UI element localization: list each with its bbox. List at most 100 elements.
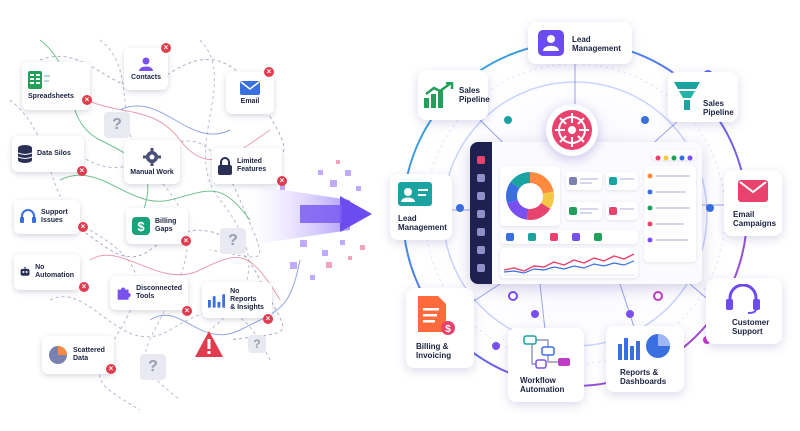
donut-segment-3 <box>507 200 529 220</box>
report-chart-icon <box>618 334 670 360</box>
svg-text:$: $ <box>137 219 145 234</box>
dollar-icon: $ <box>132 217 150 235</box>
tile-no-automation: No Automation <box>14 254 80 290</box>
module-customer-support: Customer Support <box>706 278 782 344</box>
error-x-icon: × <box>161 43 171 53</box>
module-lead-management-left: Lead Management <box>390 174 452 240</box>
database-icon <box>18 145 32 163</box>
envelope-icon <box>240 80 260 95</box>
headset-icon <box>726 284 760 314</box>
question-icon: ? <box>248 335 266 353</box>
nav-icon[interactable] <box>477 174 485 182</box>
tile-support-issues: Support Issues <box>14 200 80 234</box>
robot-icon <box>20 266 30 276</box>
email-campaigns-label: Email Campaigns <box>733 210 777 228</box>
module-email-campaigns: Email Campaigns <box>724 170 782 236</box>
lead-management-label: Lead Management <box>572 35 621 53</box>
donut-segment-1 <box>540 191 554 209</box>
tile-disconnected-tools: Disconnected Tools <box>110 276 188 310</box>
settings-icon[interactable] <box>477 264 485 272</box>
nav-icon[interactable] <box>477 192 485 200</box>
warning-icon <box>195 331 223 357</box>
platform-dashboard <box>470 142 702 284</box>
donut-segment-2 <box>526 202 551 220</box>
dashboard-sidebar <box>470 142 492 284</box>
error-x-icon: × <box>277 176 287 186</box>
module-lead-management-top: Lead Management <box>528 22 632 64</box>
customer-support-label: Customer Support <box>732 318 770 336</box>
kpi-card <box>606 172 638 190</box>
tile-no-reports: No Reports & Insights <box>202 282 272 318</box>
error-x-icon: × <box>77 166 87 176</box>
email-label: Email <box>240 97 260 105</box>
icon-row <box>500 230 638 244</box>
tile-scattered-data: Scattered Data <box>42 336 114 374</box>
spreadsheets-label: Spreadsheets <box>28 93 74 100</box>
error-x-icon: × <box>106 364 116 374</box>
svg-text:$: $ <box>445 324 451 335</box>
disconnected-tools-label: Disconnected Tools <box>136 285 182 300</box>
dashboard-toolbar <box>652 150 696 161</box>
tile-spreadsheets: Spreadsheets <box>22 62 90 110</box>
nav-icon[interactable] <box>477 246 485 254</box>
growth-chart-icon <box>424 82 454 108</box>
module-workflow-automation: Workflow Automation <box>508 328 584 402</box>
donut-segment-0 <box>530 172 554 194</box>
question-icon: ? <box>140 354 166 380</box>
tile-manual-work: Manual Work <box>124 140 180 184</box>
error-x-icon: × <box>182 306 192 316</box>
question-icon: ? <box>220 228 246 254</box>
lead-management-icon <box>538 30 564 56</box>
puzzle-icon <box>117 287 131 300</box>
tile-data-silos: Data Silos <box>12 136 84 172</box>
scattered-data-label: Scattered Data <box>73 347 105 362</box>
sales-pipeline-label: Sales Pipeline <box>459 86 490 104</box>
nav-icon[interactable] <box>477 210 485 218</box>
tile-email: Email <box>226 72 274 114</box>
tile-billing-gaps: $ Billing Gaps <box>126 208 188 244</box>
bar-chart-icon <box>208 294 226 308</box>
tile-contacts: Contacts <box>124 48 168 90</box>
error-x-icon: × <box>82 95 92 105</box>
donut-panel <box>500 166 560 226</box>
donut-chart <box>506 172 554 220</box>
line-chart-panel <box>500 248 638 278</box>
billing-invoicing-label: Billing & Invoicing <box>416 342 452 360</box>
error-x-icon: × <box>79 282 89 292</box>
manual-work-label: Manual Work <box>130 168 174 176</box>
module-sales-pipeline-left: Sales Pipeline <box>418 70 490 120</box>
spreadsheet-icon <box>28 71 50 89</box>
module-sales-pipeline-right: Sales Pipeline <box>668 72 738 122</box>
envelope-icon <box>738 180 768 202</box>
no-automation-label: No Automation <box>35 264 74 279</box>
error-x-icon: × <box>78 222 88 232</box>
question-icon: ? <box>104 112 130 138</box>
donut-segment-5 <box>510 172 530 189</box>
workflow-icon <box>523 335 570 369</box>
pie-chart-icon <box>49 346 67 364</box>
limited-features-label: Limited Features <box>237 158 267 173</box>
contact-card-icon <box>398 182 432 206</box>
funnel-icon <box>674 82 700 110</box>
module-billing-invoicing: $ Billing & Invoicing <box>406 288 474 368</box>
lead-management-label: Lead Management <box>398 214 447 232</box>
module-reports-dashboards: Reports & Dashboards <box>606 326 684 392</box>
error-x-icon: × <box>264 67 274 77</box>
contacts-label: Contacts <box>131 73 161 81</box>
home-icon[interactable] <box>477 156 485 164</box>
invoice-icon: $ <box>418 296 455 335</box>
tile-limited-features: Limited Features <box>212 148 282 184</box>
donut-segment-4 <box>506 181 520 204</box>
platform-hub <box>546 104 598 156</box>
data-silos-label: Data Silos <box>37 150 71 157</box>
activity-list <box>644 166 696 262</box>
reports-dashboards-label: Reports & Dashboards <box>620 368 667 386</box>
support-issues-label: Support Issues <box>41 209 68 224</box>
sparkline-chart <box>503 253 635 276</box>
lock-icon <box>218 157 232 175</box>
nav-icon[interactable] <box>477 228 485 236</box>
hub-icon <box>552 110 592 150</box>
workflow-automation-label: Workflow Automation <box>520 376 565 394</box>
no-reports-label: No Reports & Insights <box>230 288 264 311</box>
error-x-icon: × <box>263 314 273 324</box>
